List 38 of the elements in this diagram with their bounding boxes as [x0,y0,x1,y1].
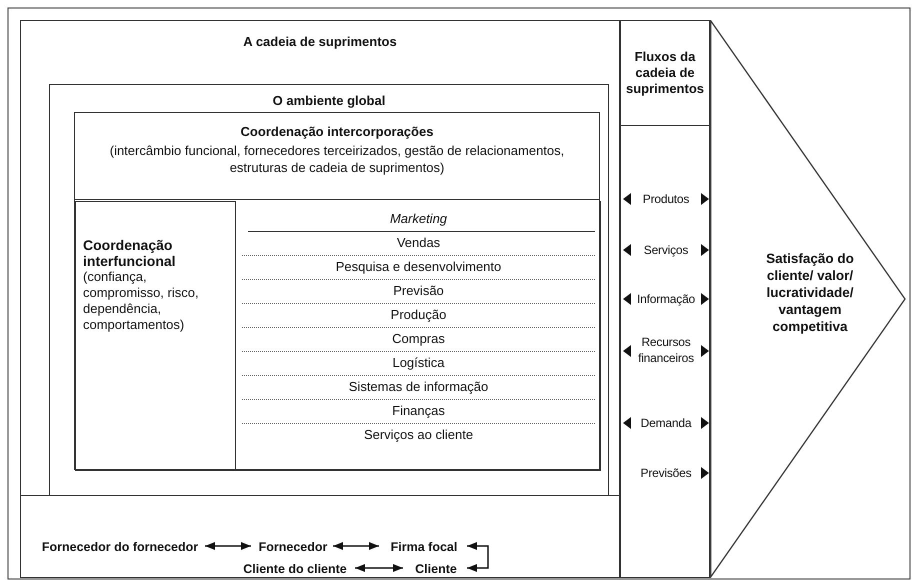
double-arrow [333,542,379,550]
function-label: Sistemas de informação [348,379,490,395]
chain-member-label: Fornecedor do fornecedor [40,539,200,555]
functions-list [236,201,601,471]
heading: Fluxos da cadeia de suprimentos [625,49,705,97]
function-label: Logística [391,355,446,371]
function-label: Previsão [392,283,445,299]
chain-member-label: Cliente do cliente [242,561,348,577]
heading: O ambiente global [272,92,386,109]
double-arrow [355,564,403,572]
function-label: Vendas [396,235,442,251]
chain-member-label: Firma focal [390,539,458,555]
function-label: Produção [390,307,448,323]
chain-member-label: Fornecedor [258,539,328,555]
heading: Coordenação interfuncional [83,237,177,269]
heading: A cadeia de suprimentos [242,33,398,50]
flow-label: Produtos [642,191,690,207]
global-environment-panel [49,84,609,496]
function-label: Finanças [391,403,446,419]
flow-label: Informação [636,291,696,307]
heading: Coordenação intercorporações [240,123,434,140]
flow-label: Recursos financeiros [637,334,695,366]
flow-label: Demanda [640,415,692,431]
chain-member-label: Cliente [414,561,458,577]
function-label: Pesquisa e desenvolvimento [334,259,502,275]
supply-chain-panel [20,20,620,578]
function-label: Marketing [388,211,448,227]
interfunctional-panel [75,201,236,471]
function-label: Serviços ao cliente [362,427,474,443]
flow-label: Previsões [640,465,692,481]
flow-label: Serviços [642,242,690,258]
function-label: Compras [391,331,446,347]
intercorporate-panel [74,112,600,470]
double-arrow [467,542,489,572]
description-text: (confiança, compromisso, risco, dependência, comportamentos) [83,269,200,333]
outcome-label: Satisfação do cliente/ valor/ lucratividade/ vantagem competitiva [765,250,855,335]
description-text: (intercâmbio funcional, fornecedores terceirizados, gestão de relacionamentos, estruturas de cadeia de suprimentos) [108,142,566,176]
double-arrow [205,542,251,550]
